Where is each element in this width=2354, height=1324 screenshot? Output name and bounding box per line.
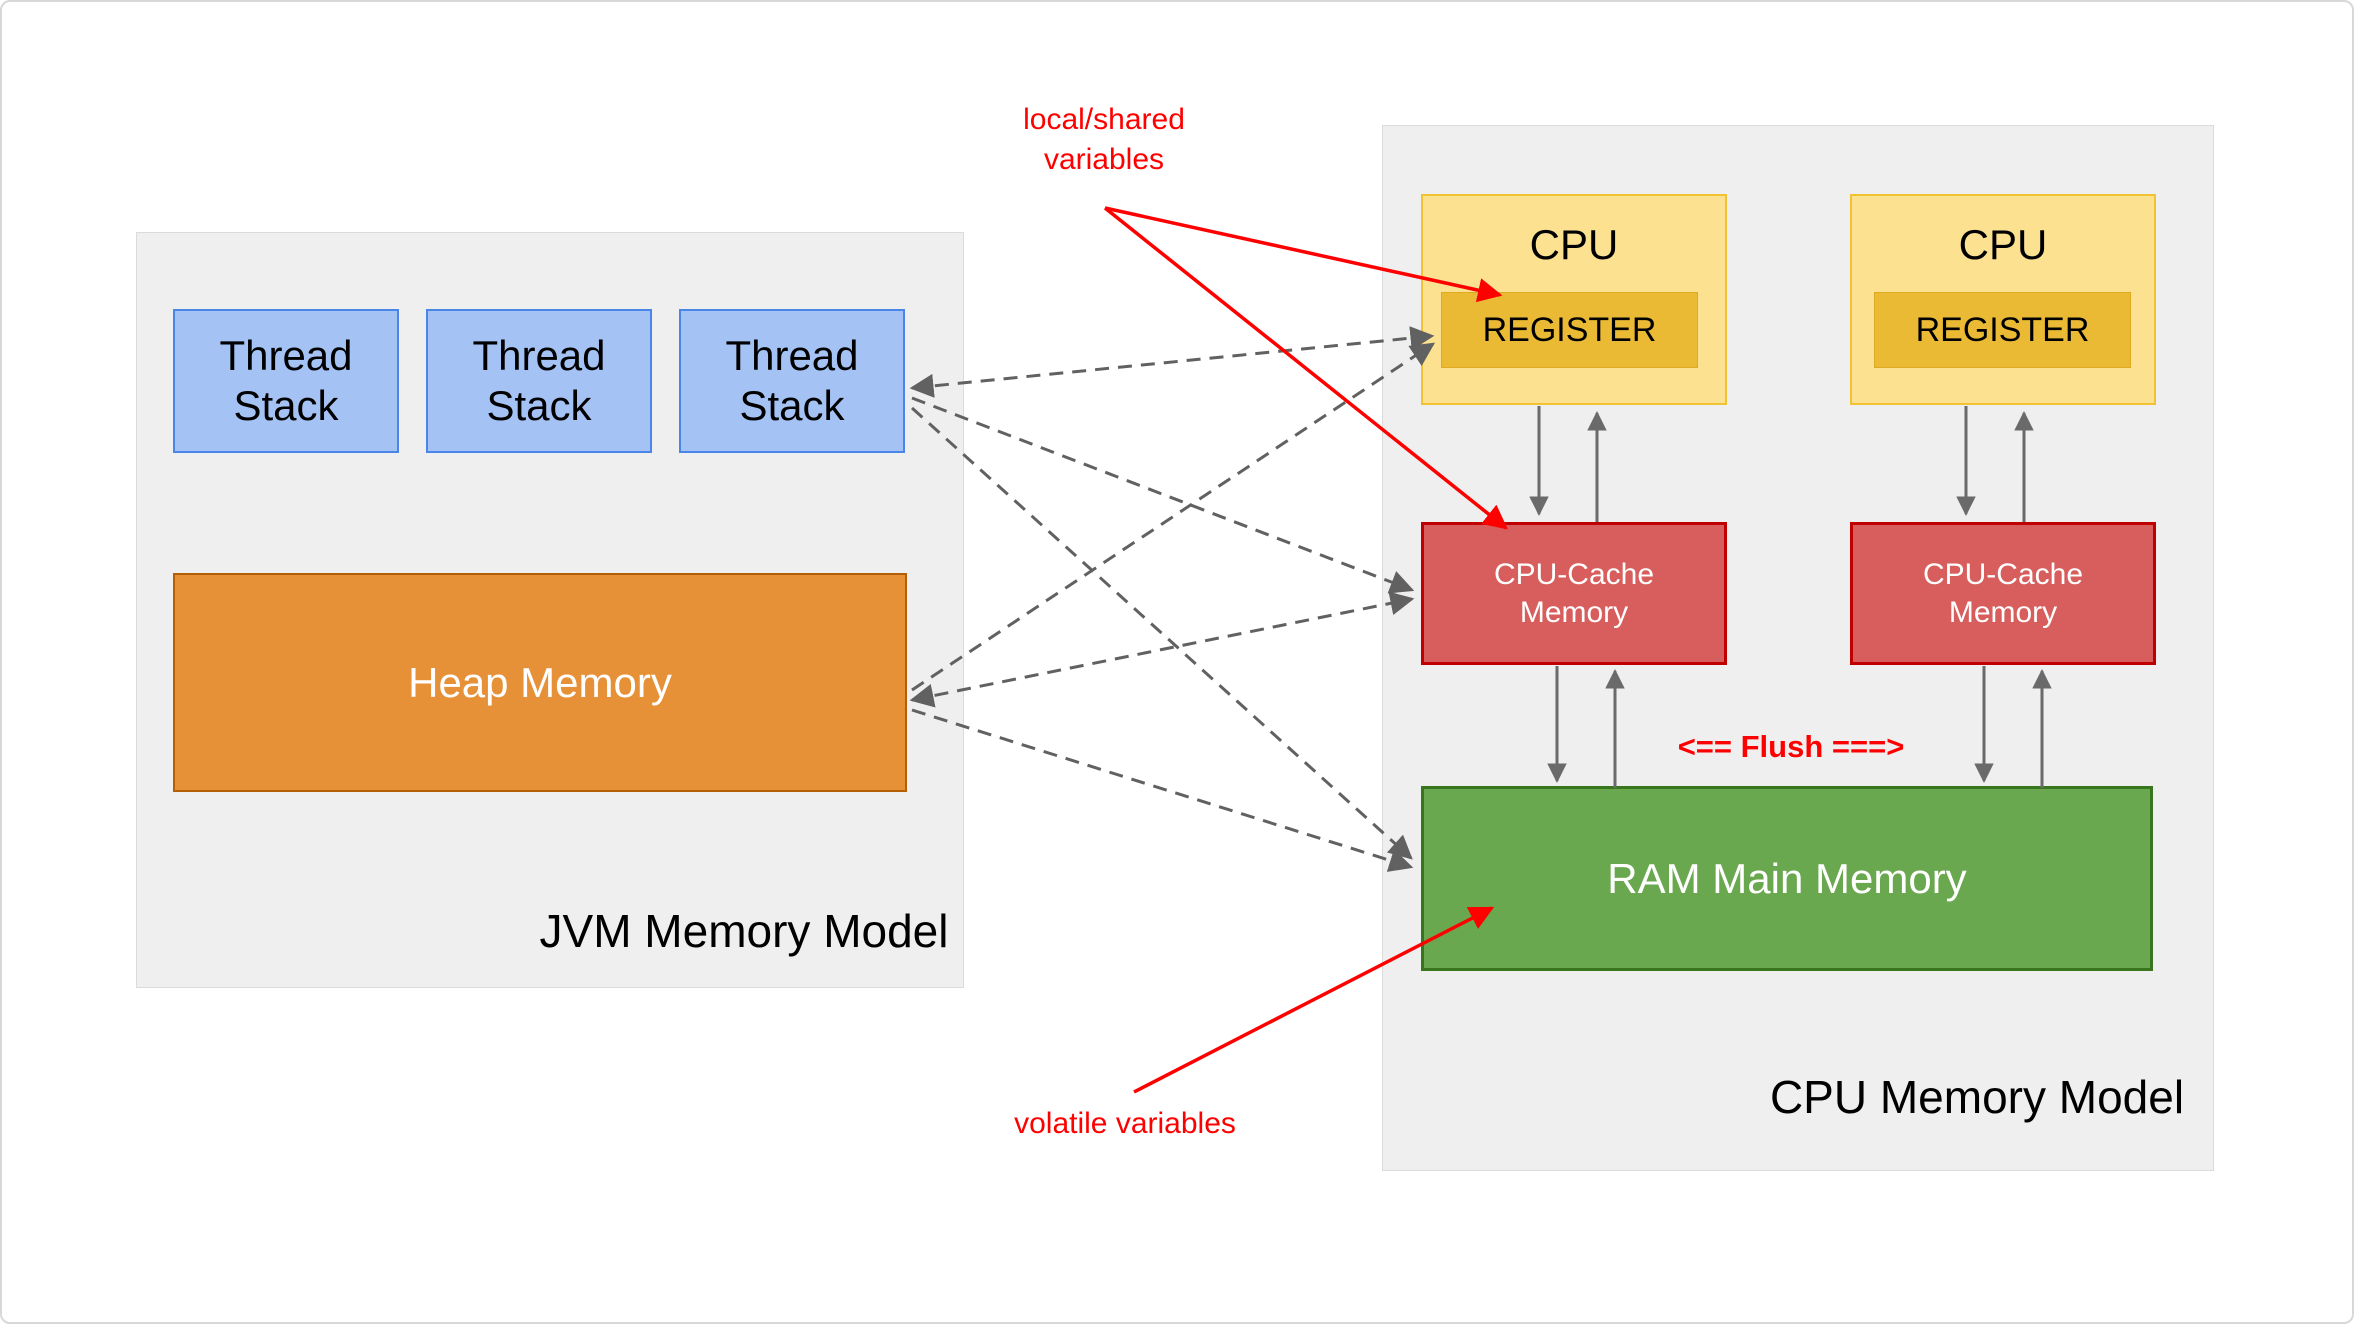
thread-stack-box-2: Thread Stack	[426, 309, 652, 453]
register-box-2: REGISTER	[1874, 292, 2131, 368]
dashed-arrow-threadstack-cache	[911, 396, 1415, 594]
local-shared-variables-label: local/shared variables	[1023, 103, 1185, 176]
cpu-label-2: CPU	[1958, 221, 2048, 268]
flush-label: <== Flush ===>	[1677, 729, 1905, 764]
cpu-cache-box-1: CPU-Cache Memory	[1421, 522, 1727, 665]
cpu-label-1: CPU	[1529, 221, 1619, 268]
dashed-arrow-threadstack-ram	[910, 406, 1413, 860]
ram-main-memory-box: RAM Main Memory	[1421, 786, 2153, 971]
dashed-arrow-heap-register	[911, 342, 1435, 692]
jvm-memory-model-title: JVM Memory Model	[539, 905, 949, 957]
dashed-arrow-heap-ram	[911, 708, 1414, 872]
dashed-arrow-heap-cache	[909, 591, 1415, 708]
dashed-arrow-threadstack-register	[909, 326, 1435, 398]
cpu-cache-box-2: CPU-Cache Memory	[1850, 522, 2156, 665]
thread-stack-box-3: Thread Stack	[679, 309, 905, 453]
cpu-memory-model-title: CPU Memory Model	[1769, 1071, 2185, 1123]
register-box-1: REGISTER	[1441, 292, 1698, 368]
volatile-variables-label: volatile variables	[1014, 1107, 1236, 1140]
heap-memory-box: Heap Memory	[173, 573, 907, 792]
thread-stack-box-1: Thread Stack	[173, 309, 399, 453]
